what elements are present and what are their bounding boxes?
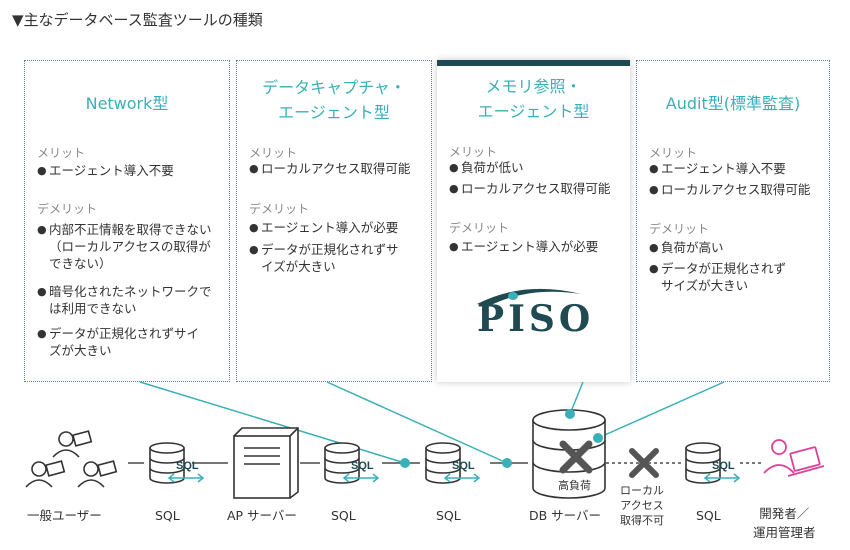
demerit-label: デメリット — [249, 202, 310, 216]
sql-label-4: SQL — [696, 508, 721, 523]
demerit-label: デメリット — [449, 221, 510, 235]
merit-item: ●ローカルアクセス取得可能 — [449, 181, 611, 196]
sql-db-icon-1: SQL — [149, 442, 205, 484]
card-network: Network型 メリット ●エージェント導入不要 デメリット ●内部不正情報を… — [24, 60, 230, 382]
piso-logo-text: PISO — [477, 298, 595, 340]
demerit-item: ●暗号化されたネットワークで は利用できない — [37, 284, 212, 316]
merit-item: ●ローカルアクセス取得可能 — [249, 161, 411, 176]
db-load-label: 高負荷 — [558, 479, 591, 492]
ap-server-icon — [233, 427, 299, 499]
audit-connector — [597, 381, 725, 439]
demerit-item: ●データが正規化されずサイ ズが大きい — [37, 326, 200, 358]
merit-label: メリット — [449, 145, 498, 159]
sql-db-icon-4: SQL — [685, 442, 741, 484]
merit-item: ●エージェント導入不要 — [649, 161, 786, 176]
developer-label: 開発者／ 運用管理者 — [753, 506, 816, 540]
highlight-bar — [437, 60, 630, 66]
demerit-label: デメリット — [649, 222, 710, 236]
card-title: Network型 — [85, 94, 169, 113]
users-icon — [25, 430, 118, 488]
merit-item: ●エージェント導入不要 — [37, 163, 174, 178]
svg-text:SQL: SQL — [452, 460, 475, 472]
users-label: 一般ユーザー — [27, 508, 102, 523]
sql-label-1: SQL — [155, 508, 180, 523]
card-data-capture: データキャプチャ・ エージェント型 メリット ●ローカルアクセス取得可能 デメリ… — [236, 60, 432, 382]
memory-connector — [569, 381, 584, 415]
sql-db-icon-3: SQL — [425, 442, 481, 484]
demerit-item: ●負荷が高い — [649, 240, 724, 255]
card-title: Audit型(標準監査) — [665, 94, 801, 113]
junction-dot — [400, 458, 410, 468]
high-load-cross-icon — [559, 440, 593, 474]
sql-label-3: SQL — [436, 508, 461, 523]
merit-label: メリット — [249, 146, 298, 160]
merit-label: メリット — [649, 146, 698, 160]
piso-logo: PISO — [469, 284, 599, 344]
merit-item: ●負荷が低い — [449, 160, 524, 175]
card-title: メモリ参照・ エージェント型 — [477, 77, 590, 121]
card-title: データキャプチャ・ エージェント型 — [262, 78, 406, 122]
demerit-label: デメリット — [37, 202, 98, 216]
memory-junction-dot — [565, 409, 575, 419]
card-audit: Audit型(標準監査) メリット ●エージェント導入不要 ●ローカルアクセス取… — [636, 60, 830, 382]
card-memory-reference: メモリ参照・ エージェント型 メリット ●負荷が低い ●ローカルアクセス取得可能… — [437, 60, 630, 382]
svg-text:SQL: SQL — [712, 460, 735, 472]
local-access-cross-icon — [629, 448, 659, 478]
demerit-item: ●内部不正情報を取得できない （ローカルアクセスの取得が できない） — [37, 222, 212, 271]
merit-item: ●ローカルアクセス取得可能 — [649, 182, 811, 197]
developer-icon — [763, 439, 825, 477]
audit-junction-dot — [593, 433, 603, 443]
page-title: ▼主なデータベース監査ツールの種類 — [12, 11, 263, 29]
sql-db-icon-2: SQL — [324, 442, 380, 484]
capture-connector — [326, 381, 508, 464]
demerit-item: ●エージェント導入が必要 — [249, 220, 399, 235]
demerit-item: ●データが正規化されずサ イズが大きい — [249, 242, 399, 274]
demerit-item: ●データが正規化されず サイズが大きい — [649, 261, 787, 293]
merit-label: メリット — [37, 146, 86, 160]
sql-label-2: SQL — [331, 508, 356, 523]
junction-dot — [502, 458, 512, 468]
network-connector — [139, 381, 406, 464]
svg-text:SQL: SQL — [351, 460, 374, 472]
ap-server-label: AP サーバー — [227, 508, 297, 523]
local-access-label: ローカル アクセス 取得不可 — [620, 484, 664, 527]
demerit-item: ●エージェント導入が必要 — [449, 239, 599, 254]
piso-swoosh-icon — [477, 288, 581, 306]
sql-icon-text: SQL — [176, 460, 199, 472]
db-server-label: DB サーバー — [529, 508, 602, 523]
